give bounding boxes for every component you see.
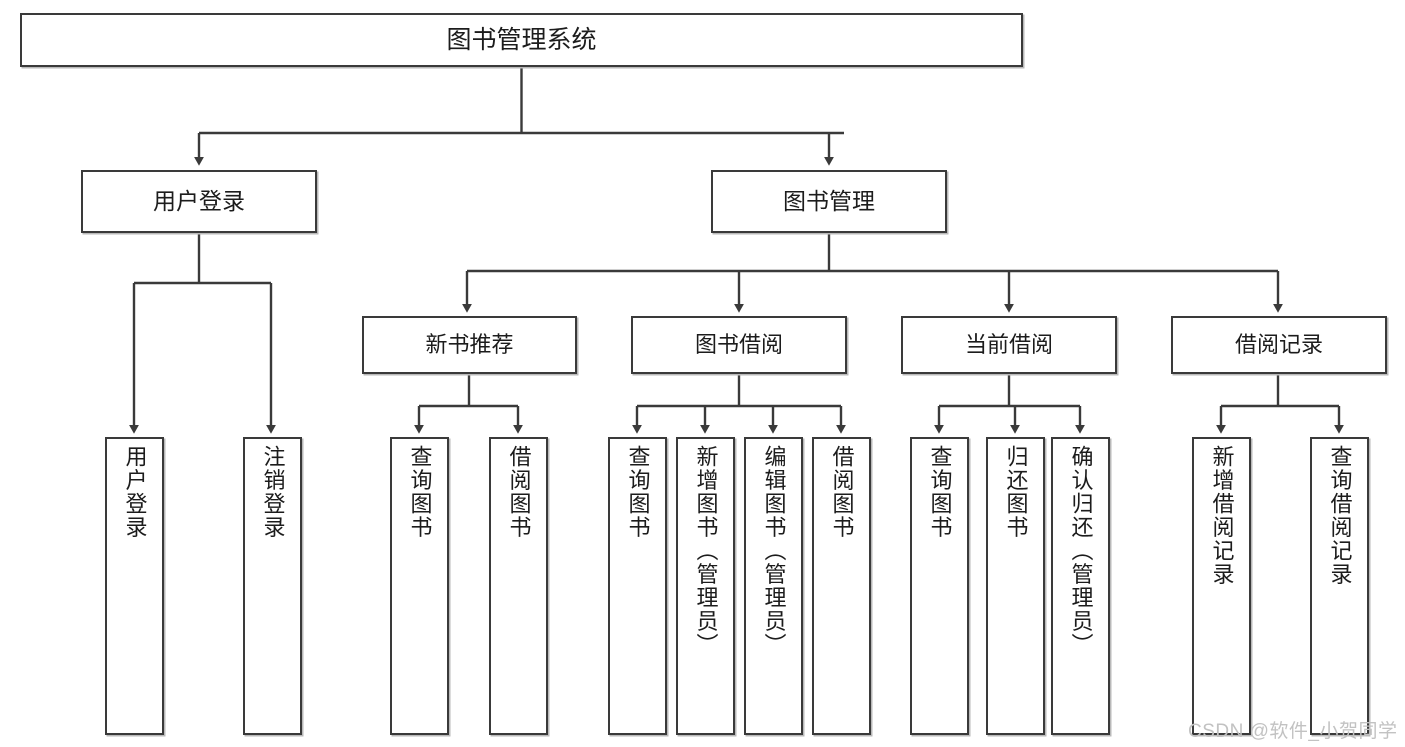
node-leaf-borrow-book-2-label: 借阅图书: [829, 445, 855, 539]
node-book-management[interactable]: 图书管理: [711, 170, 947, 233]
node-leaf-query-record-label: 查询借阅记录: [1327, 445, 1353, 586]
node-leaf-borrow-book-1[interactable]: 借阅图书: [489, 437, 548, 735]
node-leaf-query-book-1-label: 查询图书: [407, 445, 433, 539]
node-leaf-borrow-book-1-label: 借阅图书: [506, 445, 532, 539]
node-leaf-add-book[interactable]: 新增图书（管理员）: [676, 437, 735, 735]
node-leaf-confirm-return-label: 确认归还（管理员）: [1068, 445, 1094, 657]
node-leaf-user-login[interactable]: 用户登录: [105, 437, 164, 735]
node-leaf-query-book-2-label: 查询图书: [625, 445, 651, 539]
node-leaf-return-book[interactable]: 归还图书: [986, 437, 1045, 735]
node-book-borrow-label: 图书借阅: [694, 332, 783, 358]
node-borrow-record-label: 借阅记录: [1234, 332, 1323, 358]
node-leaf-query-book-3[interactable]: 查询图书: [910, 437, 969, 735]
node-leaf-logout-label: 注销登录: [260, 445, 286, 539]
node-leaf-edit-book-label: 编辑图书（管理员）: [761, 445, 787, 657]
node-leaf-borrow-book-2[interactable]: 借阅图书: [812, 437, 871, 735]
node-current-borrow-label: 当前借阅: [964, 332, 1053, 358]
node-book-borrow[interactable]: 图书借阅: [631, 316, 847, 374]
node-leaf-confirm-return[interactable]: 确认归还（管理员）: [1051, 437, 1110, 735]
node-user-login[interactable]: 用户登录: [81, 170, 317, 233]
node-leaf-add-record[interactable]: 新增借阅记录: [1192, 437, 1251, 735]
node-leaf-add-record-label: 新增借阅记录: [1209, 445, 1235, 586]
node-leaf-query-record[interactable]: 查询借阅记录: [1310, 437, 1369, 735]
node-user-login-label: 用户登录: [153, 188, 245, 215]
node-new-book-recommend[interactable]: 新书推荐: [362, 316, 577, 374]
node-leaf-add-book-label: 新增图书（管理员）: [693, 445, 719, 657]
node-root-label: 图书管理系统: [446, 25, 597, 54]
node-leaf-logout[interactable]: 注销登录: [243, 437, 302, 735]
node-leaf-edit-book[interactable]: 编辑图书（管理员）: [744, 437, 803, 735]
node-leaf-return-book-label: 归还图书: [1003, 445, 1029, 539]
node-leaf-query-book-1[interactable]: 查询图书: [390, 437, 449, 735]
watermark: CSDN @软件_小贺同学: [1188, 721, 1398, 742]
node-leaf-query-book-2[interactable]: 查询图书: [608, 437, 667, 735]
node-leaf-query-book-3-label: 查询图书: [927, 445, 953, 539]
node-current-borrow[interactable]: 当前借阅: [901, 316, 1117, 374]
node-leaf-user-login-label: 用户登录: [122, 445, 148, 539]
node-root[interactable]: 图书管理系统: [20, 13, 1023, 67]
node-new-book-recommend-label: 新书推荐: [425, 332, 514, 358]
node-book-management-label: 图书管理: [783, 188, 875, 215]
node-borrow-record[interactable]: 借阅记录: [1171, 316, 1387, 374]
